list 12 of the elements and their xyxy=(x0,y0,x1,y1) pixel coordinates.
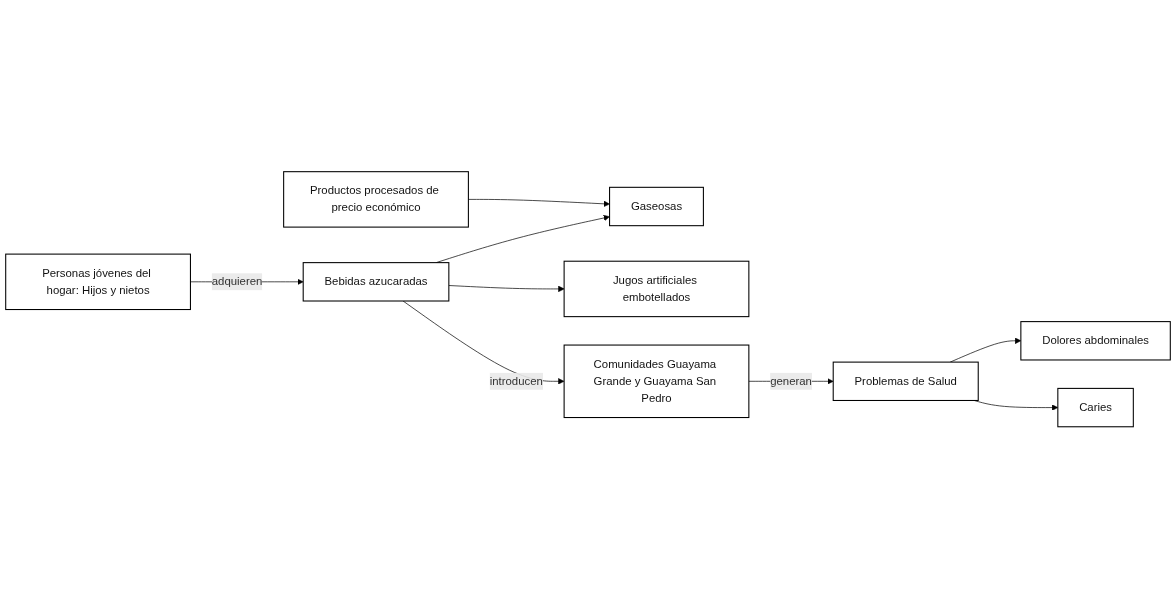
node-box: Problemas de Salud xyxy=(832,361,979,402)
node-box: Jugos artificiales embotellados xyxy=(563,260,750,318)
edge-label: adquieren xyxy=(211,275,263,288)
node-box: Productos procesados de precio económico xyxy=(283,171,469,228)
edge-label: generan xyxy=(770,375,812,388)
node-box: Caries xyxy=(1057,388,1134,428)
node-box: Gaseosas xyxy=(609,187,704,227)
node-box: Personas jóvenes del hogar: Hijos y nietos xyxy=(5,253,191,311)
node-box: Comunidades Guayama Grande y Guayama San Pedro xyxy=(563,344,750,419)
node-box: Dolores abdominales xyxy=(1020,321,1171,361)
edge-label: introducen xyxy=(489,375,543,388)
node-box: Bebidas azucaradas xyxy=(302,262,450,302)
